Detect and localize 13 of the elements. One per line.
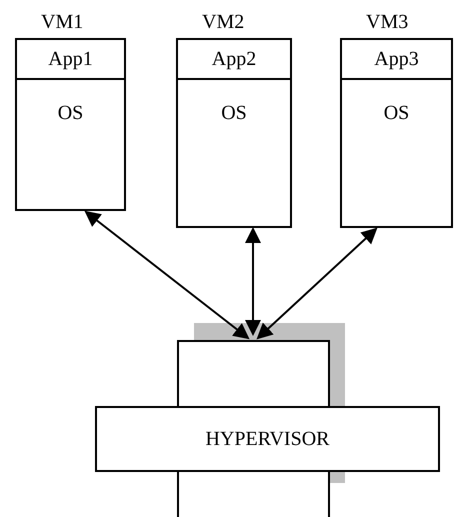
app-layer: App3 bbox=[342, 40, 451, 80]
os-layer: OS bbox=[342, 80, 451, 226]
hypervisor-box: HYPERVISOR bbox=[95, 406, 440, 472]
os-layer: OS bbox=[17, 80, 124, 209]
double-arrow bbox=[245, 227, 261, 336]
vm-label: VM1 bbox=[41, 10, 84, 35]
double-arrow bbox=[256, 228, 378, 340]
app-layer: App1 bbox=[17, 40, 124, 80]
os-layer: OS bbox=[178, 80, 290, 226]
app-layer: App2 bbox=[178, 40, 290, 80]
double-arrow bbox=[84, 210, 250, 340]
vm-label: VM2 bbox=[202, 10, 244, 35]
vm-label: VM3 bbox=[366, 10, 408, 35]
